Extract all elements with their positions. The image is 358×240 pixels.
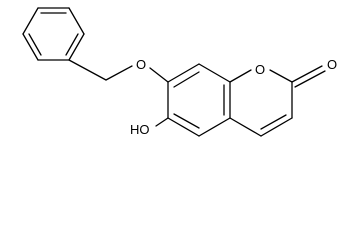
benzyl-linker xyxy=(68,59,169,83)
ether-oxygen-label: O xyxy=(136,57,146,72)
pyranone-ring xyxy=(229,65,326,137)
hydroxyl-label: HO xyxy=(130,122,150,137)
ring-oxygen-label: O xyxy=(255,62,265,77)
coumarin-benzene-ring xyxy=(167,63,231,137)
phenyl-ring xyxy=(22,7,85,61)
hydroxyl-bond xyxy=(155,117,169,127)
structure-diagram: O O O HO xyxy=(22,7,337,137)
carbonyl-oxygen-label: O xyxy=(327,57,337,72)
